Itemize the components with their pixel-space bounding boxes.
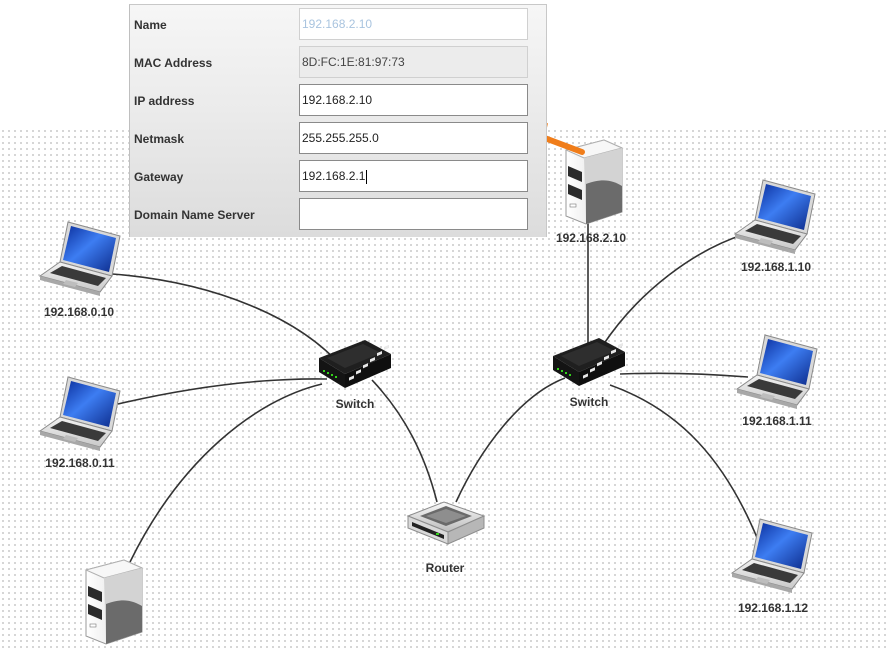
label-router: Router [426,561,465,575]
domain-name-server-field[interactable] [299,198,528,230]
bottom-server-icon [85,559,143,645]
name-label: Name [134,18,167,32]
left-switch-icon [319,340,391,388]
label-laptop-192-168-0-10: 192.168.0.10 [44,305,114,319]
gateway-field[interactable]: 192.168.2.1 [299,160,528,192]
laptop-192-168-1-10-icon [734,179,816,255]
name-field[interactable]: 192.168.2.10 [299,8,528,40]
label-laptop-192-168-1-12: 192.168.1.12 [738,601,808,615]
label-laptop-192-168-1-10: 192.168.1.10 [741,260,811,274]
mac-address-label: MAC Address [134,56,213,70]
netmask-label: Netmask [134,132,185,146]
label-right-switch: Switch [570,395,609,409]
domain-name-server-label: Domain Name Server [134,208,255,222]
gateway-value: 192.168.2.1 [302,169,366,183]
laptop-192-168-1-12-icon [731,518,813,594]
wire-switch-laptop1-11 [619,372,749,378]
label-server-192-168-2-10: 192.168.2.10 [556,231,626,245]
row-domain-name-server: Domain Name Server [130,195,546,233]
row-name: Name 192.168.2.10 [130,5,546,43]
laptop-192-168-1-11-icon [736,334,818,410]
label-left-switch: Switch [336,397,375,411]
ip-address-field[interactable]: 192.168.2.10 [299,84,528,116]
row-netmask: Netmask 255.255.255.0 [130,119,546,157]
wire-router-switch-right [455,377,566,503]
connection-wires [111,222,759,563]
ip-address-label: IP address [134,94,195,108]
mac-address-field: 8D:FC:1E:81:97:73 [299,46,528,78]
row-gateway: Gateway 192.168.2.1 [130,157,546,195]
gateway-label: Gateway [134,170,184,184]
wire-switch-router-left [371,379,438,503]
top-server-icon [565,139,623,225]
wire-server-switch [129,383,323,563]
row-ip-address: IP address 192.168.2.10 [130,81,546,119]
device-properties-panel: Name 192.168.2.10 MAC Address 8D:FC:1E:8… [129,4,547,237]
wire-switch-laptop1-10 [602,233,746,346]
netmask-field[interactable]: 255.255.255.0 [299,122,528,154]
laptop-192-168-0-11-icon [39,376,121,452]
label-laptop-192-168-0-11: 192.168.0.11 [45,456,115,470]
wire-laptop0-11-switch [117,378,328,405]
row-mac-address: MAC Address 8D:FC:1E:81:97:73 [130,43,546,81]
label-laptop-192-168-1-11: 192.168.1.11 [742,414,812,428]
laptop-192-168-0-10-icon [39,221,121,297]
wire-laptop0-10-switch [111,273,344,369]
router-icon [407,501,485,545]
text-caret [366,169,368,184]
wire-switch-laptop1-12 [609,384,759,541]
